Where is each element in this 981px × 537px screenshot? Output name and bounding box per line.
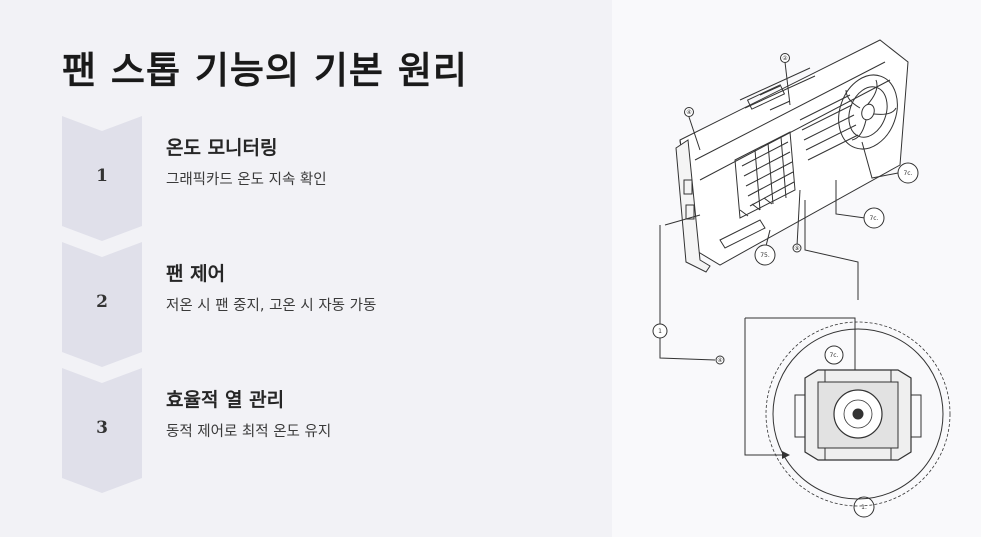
callout-label: 1 [658, 328, 662, 335]
step-description: 동적 제어로 최적 온도 유지 [166, 424, 332, 440]
callout-label: ⑨ [794, 245, 799, 252]
step-description: 그래픽카드 온도 지속 확인 [166, 172, 327, 188]
step-item-1: 1 온도 모니터링 그래픽카드 온도 지속 확인 [62, 116, 602, 241]
callout-label: 7c. [829, 352, 838, 359]
callout-label: ② [782, 55, 788, 62]
callout-label: 7c. [869, 215, 878, 222]
step-chevron [62, 368, 142, 493]
step-number: 2 [96, 292, 108, 312]
step-number: 1 [96, 166, 108, 186]
callout-label: 1. [861, 504, 867, 511]
page-title: 팬 스톱 기능의 기본 원리 [62, 49, 468, 92]
step-title: 효율적 열 관리 [166, 389, 285, 411]
step-chevron [62, 116, 142, 241]
callout-label: 7c. [903, 170, 912, 177]
step-chevron [62, 242, 142, 367]
step-title: 팬 제어 [166, 263, 226, 285]
step-title: 온도 모니터링 [166, 137, 278, 159]
step-item-2: 2 팬 제어 저온 시 팬 중지, 고온 시 자동 가동 [62, 242, 602, 367]
callout-label: ④ [686, 109, 691, 116]
callout-label: 75. [760, 252, 770, 259]
step-item-3: 3 효율적 열 관리 동적 제어로 최적 온도 유지 [62, 368, 602, 493]
step-number: 3 [96, 418, 108, 438]
step-description: 저온 시 팬 중지, 고온 시 자동 가동 [166, 298, 377, 314]
callout-label: ④ [717, 357, 722, 364]
